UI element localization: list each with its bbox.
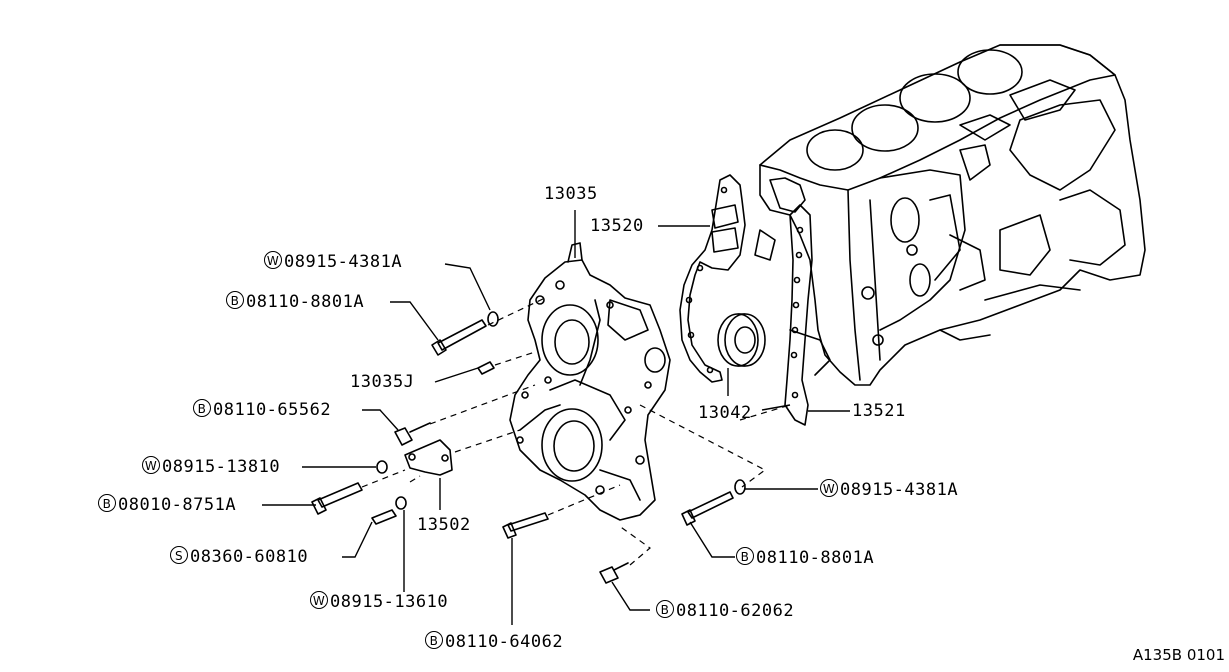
assembly-dashed-lines (361, 297, 791, 566)
washer-08915-13610-drawing (395, 496, 407, 510)
bolt-badge: B (736, 547, 754, 565)
stud-badge: S (170, 546, 188, 564)
washer-badge: W (142, 456, 160, 474)
dowel-13035j-drawing (477, 361, 495, 375)
part-label-13042: 13042 (698, 403, 752, 423)
bolt-08110-62062-drawing (599, 562, 629, 584)
bolt-08010-8751a-drawing (311, 482, 363, 515)
bolt-badge: B (98, 494, 116, 512)
part-label-13502: 13502 (417, 515, 471, 535)
bolt-badge: B (193, 399, 211, 417)
washer-badge: W (820, 479, 838, 497)
oil-seal-13042-drawing (717, 313, 766, 367)
bolt-08110-64062-drawing (502, 512, 549, 539)
part-label-13035: 13035 (544, 184, 598, 204)
leader-lines (262, 210, 850, 625)
bolt-badge: B (226, 291, 244, 309)
bolt-08110-65562-drawing (394, 422, 431, 446)
timing-cover-gasket-13520-drawing (679, 174, 746, 383)
bolt-badge: B (425, 631, 443, 649)
figure-reference-code: A135B 0101 (1132, 646, 1225, 664)
washer-08915-4381a-right-drawing (734, 479, 746, 495)
bolt-08110-8801a-right-drawing (681, 491, 734, 526)
bolt-badge: B (656, 600, 674, 618)
front-cover-13035-drawing (509, 242, 671, 521)
stud-08360-60810-drawing (371, 509, 397, 525)
bolt-08110-8801a-left-drawing (431, 319, 487, 356)
front-cover-gasket-13521-drawing (784, 204, 813, 426)
washer-08915-4381a-left-drawing (487, 311, 499, 327)
part-label-13035j: 13035J (350, 372, 415, 392)
part-label-13520: 13520 (590, 216, 644, 236)
bracket-13502-drawing (404, 439, 453, 476)
washer-badge: W (264, 251, 282, 269)
washer-08915-13810-drawing (376, 460, 388, 474)
cylinder-block-drawing (754, 44, 1146, 386)
washer-badge: W (310, 591, 328, 609)
part-label-13521: 13521 (852, 401, 906, 421)
